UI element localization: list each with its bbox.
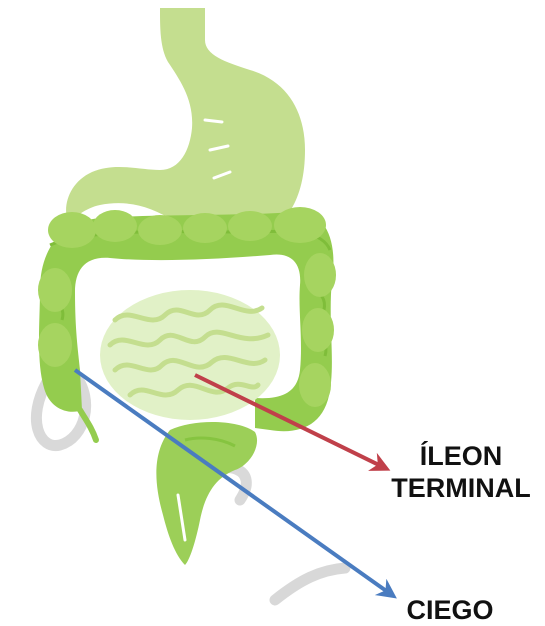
label-ciego: CIEGO bbox=[395, 594, 505, 626]
stomach bbox=[66, 8, 305, 244]
label-ileon-line2: TERMINAL bbox=[378, 472, 544, 504]
small-intestine bbox=[100, 290, 280, 420]
label-ileon-line1: ÍLEON bbox=[378, 440, 544, 472]
label-ileon-terminal: ÍLEON TERMINAL bbox=[378, 440, 544, 504]
